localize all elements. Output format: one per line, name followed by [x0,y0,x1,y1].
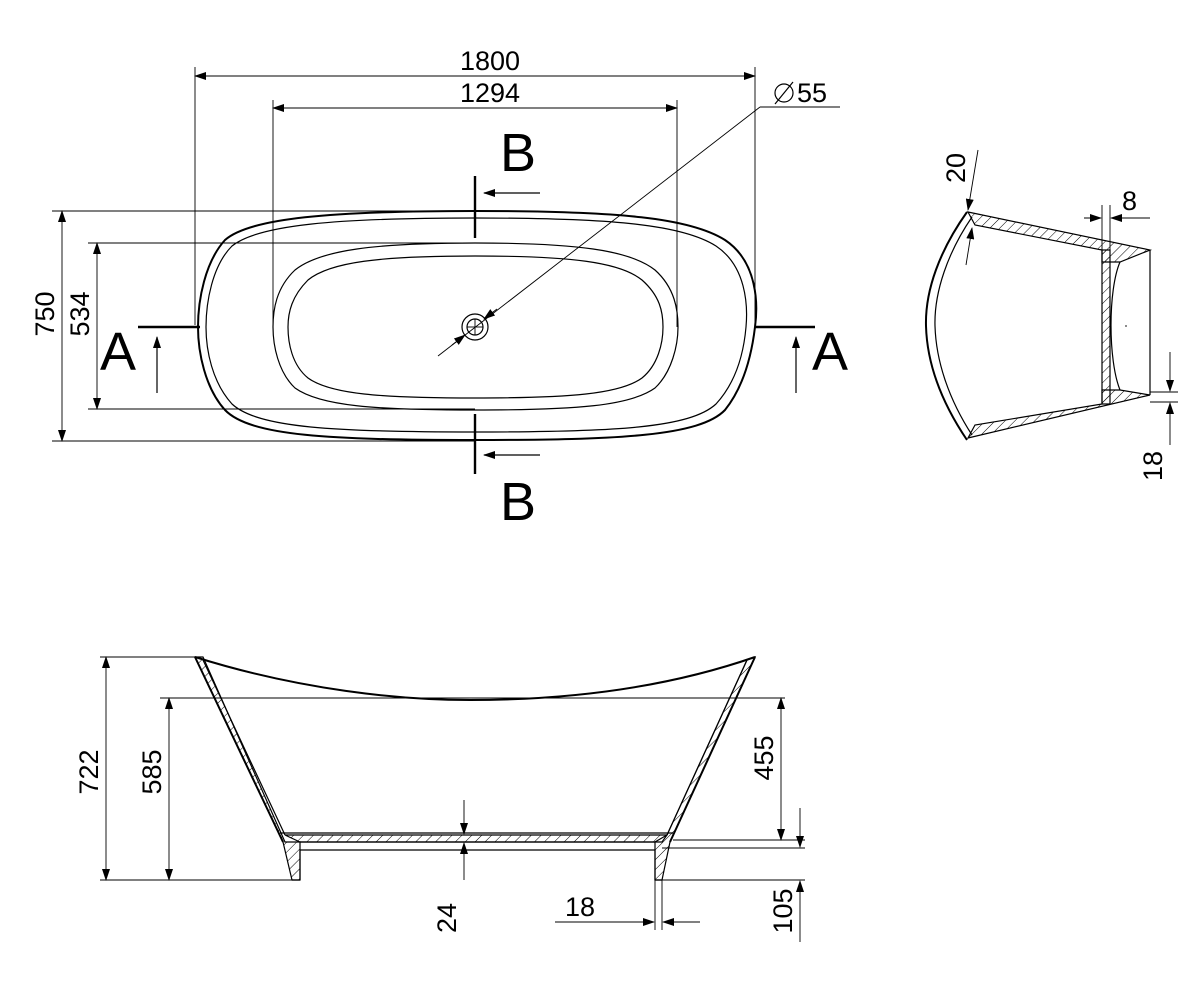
inner-length-dim-label: 1294 [460,78,520,108]
section-a-right-marker: A [755,322,848,393]
side-top-wall [966,211,1153,263]
depth-dim-label: 455 [749,735,779,780]
section-b-top-marker: B [473,123,540,238]
inner-height-dim-label: 585 [137,749,167,794]
diameter-icon [774,81,794,105]
foot-dim-label: 18 [565,892,595,922]
width-dim-label: 750 [30,291,60,336]
svg-text:B: B [500,472,536,532]
section-a-left-marker: A [100,322,200,393]
drain-outer [461,313,489,341]
wall-dim-label: 8 [1122,186,1137,216]
plinth-dim-label: 105 [768,888,798,933]
front-section-view: 722 585 455 105 24 18 [74,655,805,942]
floor-dim-label: 24 [432,903,462,933]
svg-text:B: B [500,123,536,183]
front-floor [284,834,669,843]
length-dim-label: 1800 [460,46,520,76]
rim-dim-label: 20 [941,153,971,183]
inner-bowl-inner-line [287,255,664,399]
svg-text:A: A [100,322,136,382]
top-view: 55 1800 1294 750 534 A A [30,46,848,532]
inner-bowl-outer-line [272,242,679,411]
outer-rim-inner-line [205,217,748,433]
side-bottom-wall [966,389,1151,439]
base-dim-label: 18 [1138,451,1168,481]
height-dim-label: 722 [74,749,104,794]
drain-dim-label: 55 [797,78,827,108]
inner-width-dim-label: 534 [65,291,95,336]
side-floor-wall [1101,249,1111,405]
side-section-view: 20 8 18 [924,149,1178,481]
drain-leader-line [437,106,761,357]
svg-text:A: A [812,322,848,382]
section-b-bottom-marker: B [473,414,540,532]
